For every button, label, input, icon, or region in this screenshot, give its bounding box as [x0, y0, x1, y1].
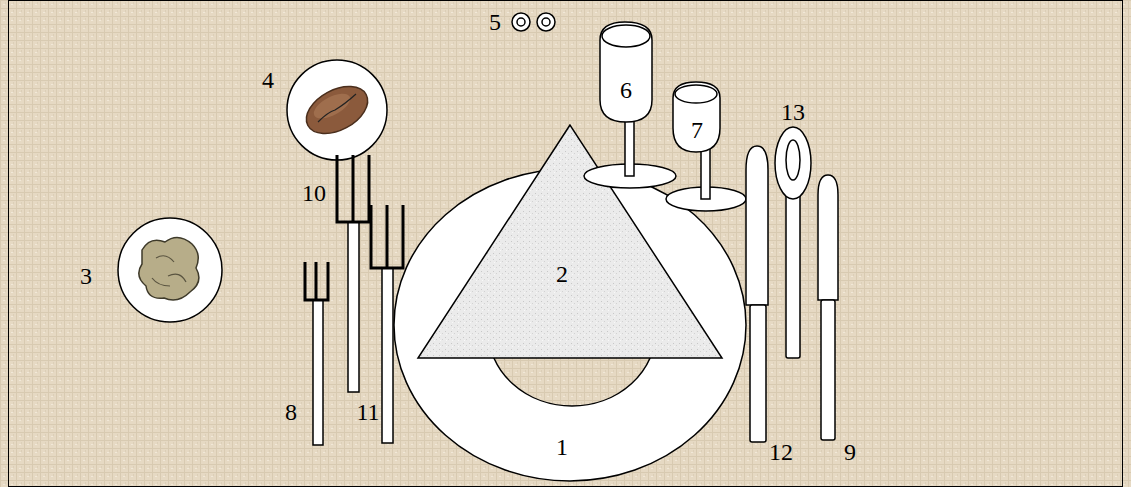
callout-number: 13: [781, 100, 805, 124]
callout-number: 2: [556, 262, 568, 286]
water-glass: [584, 22, 676, 188]
callout-number: 5: [489, 10, 501, 34]
butter-knife: [818, 175, 838, 440]
callout-number: 8: [285, 400, 297, 424]
salt-pepper: [512, 13, 555, 31]
dinner-knife: [746, 146, 768, 442]
callout-number: 9: [844, 440, 856, 464]
callout-number: 10: [302, 181, 326, 205]
callout-number: 7: [691, 118, 703, 142]
salad-plate: [118, 218, 222, 322]
callout-number: 1: [556, 435, 568, 459]
callout-number: 3: [80, 264, 92, 288]
callout-number: 6: [620, 78, 632, 102]
callout-number: 4: [262, 68, 274, 92]
callout-number: 12: [769, 440, 793, 464]
frame: [9, 1, 1123, 487]
napkin: [418, 125, 722, 358]
salad-fork: [305, 262, 328, 445]
wine-glass: [666, 82, 746, 211]
soup-spoon: [775, 127, 811, 358]
bread-plate: [287, 60, 387, 160]
callout-number: 11: [356, 400, 379, 424]
dinner-fork: [337, 155, 369, 392]
